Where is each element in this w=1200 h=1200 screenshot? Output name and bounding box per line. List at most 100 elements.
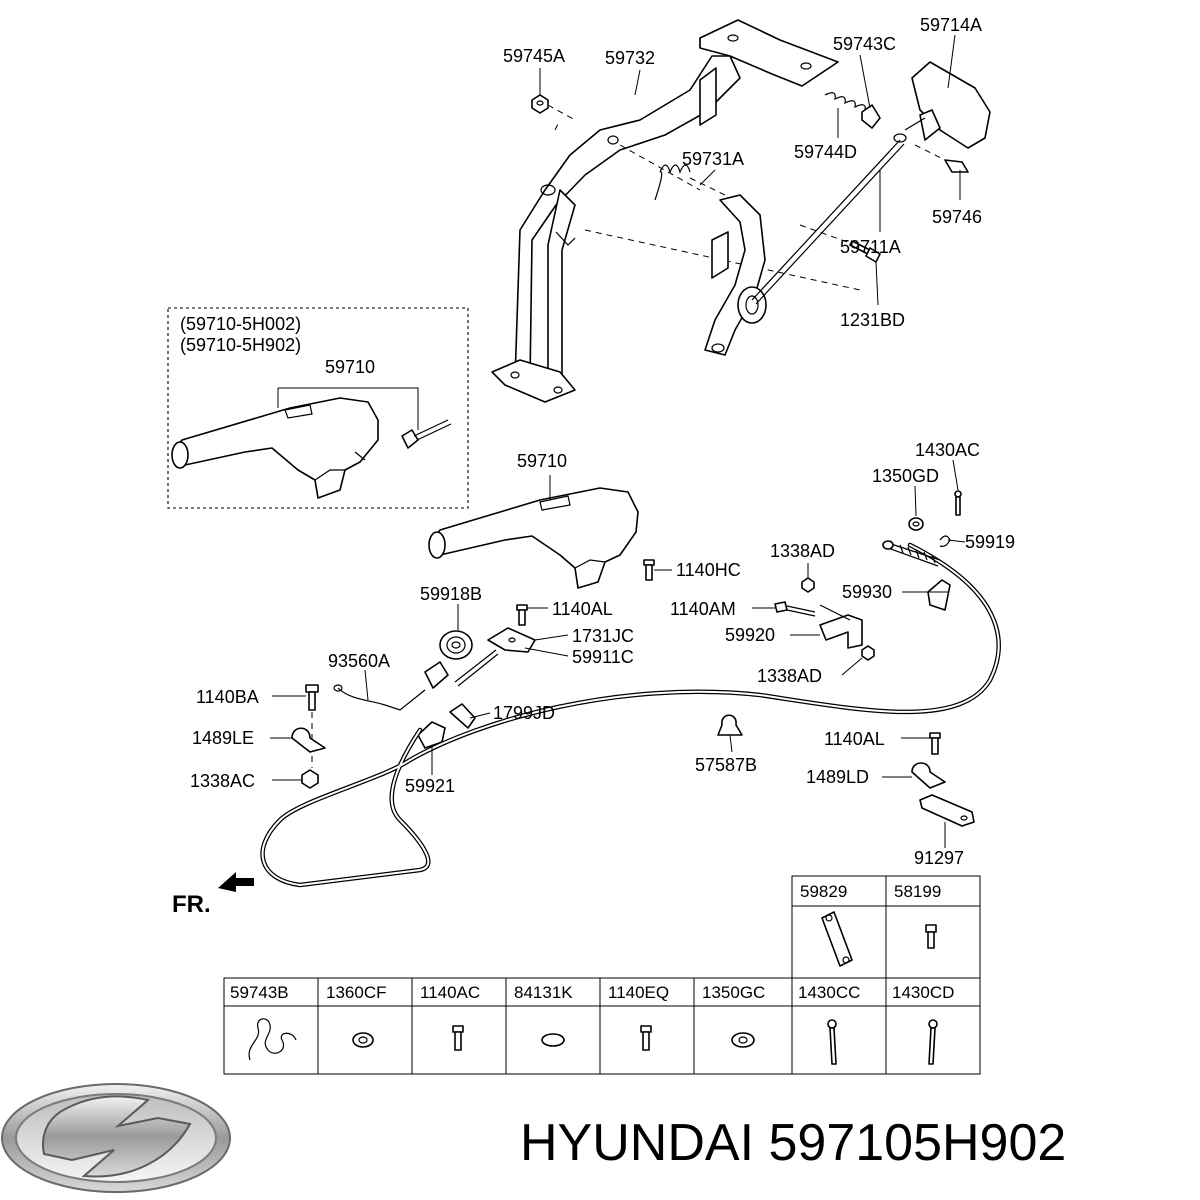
label-91297: 91297 <box>914 848 964 868</box>
lock-washer-icon <box>352 1032 374 1048</box>
label-1799JD: 1799JD <box>493 703 555 723</box>
label-59710-alt: 59710 <box>325 357 375 377</box>
bracket-59921 <box>417 721 446 749</box>
clamp-1489LD <box>911 762 946 789</box>
table-header-1140AC: 1140AC <box>420 983 480 1002</box>
nut-59745A <box>531 94 576 121</box>
screw-alt <box>401 419 452 449</box>
table-header-1350GC: 1350GC <box>702 983 765 1002</box>
label-59920: 59920 <box>725 625 775 645</box>
label-59714A: 59714A <box>920 15 982 35</box>
bracket-59930 <box>927 579 951 611</box>
label-box-line-1: (59710-5H002) <box>180 314 301 334</box>
console-cover-alt <box>171 397 379 499</box>
label-1140AL-upper: 1140AL <box>552 599 613 619</box>
lever-arm <box>704 194 767 356</box>
parts-table-top: 59829 58199 <box>791 875 981 979</box>
brand-part-number: HYUNDAI 597105H902 <box>520 1114 1066 1172</box>
console-cover-59710 <box>428 487 639 589</box>
parts-table-bottom: 59743B 1360CF 1140AC 84131K 1140EQ 1350G… <box>223 977 981 1075</box>
screw-1140AL-lower <box>929 732 941 755</box>
clip-57587B <box>717 714 743 736</box>
bracket-59920 <box>819 604 863 649</box>
pin-59746 <box>914 144 969 173</box>
label-1350GD: 1350GD <box>872 466 939 486</box>
clip-1799JD <box>449 703 476 729</box>
table-header-1140EQ: 1140EQ <box>608 983 669 1002</box>
label-59745A: 59745A <box>503 46 565 66</box>
lever-bracket-59732 <box>491 19 839 403</box>
label-1731JC: 1731JC <box>572 626 634 646</box>
spring-59744D <box>824 92 866 112</box>
label-1338AD-lower: 1338AD <box>757 666 822 686</box>
hyundai-logo-icon <box>1 1083 231 1193</box>
label-59744D: 59744D <box>794 142 857 162</box>
leader-lines <box>270 34 966 848</box>
split-pin-icon <box>827 1019 837 1065</box>
label-1489LD: 1489LD <box>806 767 869 787</box>
lever-plate-icon <box>821 911 853 967</box>
front-arrow-icon <box>218 872 254 892</box>
label-1338AC: 1338AC <box>190 771 255 791</box>
label-59930: 59930 <box>842 582 892 602</box>
table-header-59829: 59829 <box>800 882 847 901</box>
clip-59743C <box>861 104 881 129</box>
screw-1140AL-upper <box>516 604 528 626</box>
nut-1338AD-upper <box>801 577 815 593</box>
switch-93560A <box>333 661 449 711</box>
label-59911C: 59911C <box>572 647 634 667</box>
clip-59919 <box>939 535 951 547</box>
front-label: FR. <box>172 891 211 918</box>
bolt-1140BA <box>305 684 319 768</box>
label-59918B: 59918B <box>420 584 482 604</box>
alternate-parts-box <box>167 307 469 509</box>
pin-1430AC <box>954 490 962 516</box>
spring-59731A <box>654 164 726 201</box>
callout-labels: 59745A 59732 59743C 59714A 59731A 59744D… <box>180 15 1015 868</box>
screw-icon <box>640 1025 652 1051</box>
label-59731A: 59731A <box>682 149 744 169</box>
label-1338AD-upper: 1338AD <box>770 541 835 561</box>
nut-1338AC <box>301 769 319 789</box>
table-header-84131K: 84131K <box>514 983 573 1002</box>
label-1140HC: 1140HC <box>676 560 741 580</box>
label-59919: 59919 <box>965 532 1015 552</box>
washer-icon <box>731 1032 755 1048</box>
label-1140AL-lower: 1140AL <box>824 729 885 749</box>
handle-59714A <box>893 61 991 149</box>
rod-59711A <box>751 139 901 301</box>
table-header-58199: 58199 <box>894 882 941 901</box>
label-1489LE: 1489LE <box>192 728 254 748</box>
front-direction-marker: FR. <box>172 872 254 918</box>
table-header-1360CF: 1360CF <box>326 983 386 1002</box>
screw-1140HC <box>643 559 655 581</box>
clamp-1489LE <box>291 727 326 753</box>
label-1140BA: 1140BA <box>196 687 259 707</box>
label-59921: 59921 <box>405 776 455 796</box>
label-1140AM: 1140AM <box>670 599 736 619</box>
table-header-59743B: 59743B <box>230 983 289 1002</box>
bolt-1140AM <box>774 601 816 617</box>
plug-icon <box>541 1033 565 1047</box>
table-header-1430CC: 1430CC <box>798 983 860 1002</box>
label-box-line-2: (59710-5H902) <box>180 335 301 355</box>
bracket-59911C <box>487 627 536 653</box>
label-59743C: 59743C <box>833 34 896 54</box>
label-57587B: 57587B <box>695 755 757 775</box>
label-59710: 59710 <box>517 451 567 471</box>
label-59711A: 59711A <box>840 237 901 257</box>
washer-1350GD <box>908 517 924 531</box>
label-59746: 59746 <box>932 207 982 227</box>
label-93560A: 93560A <box>328 651 390 671</box>
label-59732: 59732 <box>605 48 655 68</box>
boot-59918B <box>439 630 473 660</box>
nut-1338AD-lower <box>861 645 875 661</box>
bracket-91297 <box>919 794 975 827</box>
spring-clip-icon <box>248 1018 297 1061</box>
screw-icon <box>452 1025 464 1051</box>
parking-brake-cable <box>260 540 1001 888</box>
table-header-1430CD: 1430CD <box>892 983 954 1002</box>
label-1231BD: 1231BD <box>840 310 905 330</box>
